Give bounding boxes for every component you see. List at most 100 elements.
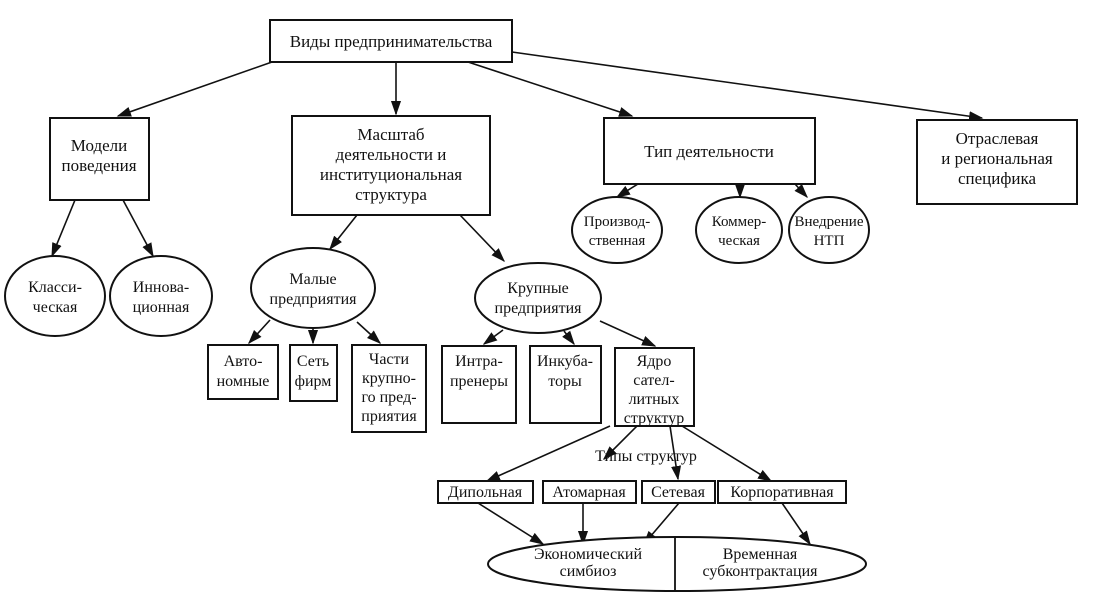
text-line: номные (217, 373, 270, 390)
activity-production-label: Производ-ственная (584, 214, 650, 249)
arrow-core-to-corporate (681, 425, 773, 482)
behavior-classic: Класси-ческая (4, 255, 106, 337)
text-line: ческая (33, 299, 78, 316)
text-line: Внедрение (795, 214, 864, 230)
text-line: Авто- (224, 353, 263, 370)
enterprise-large-label: Крупные предприятия (495, 280, 583, 317)
text-line: фирм (295, 373, 332, 390)
text-line: пренеры (450, 373, 508, 390)
text-line: Коммер- (712, 214, 767, 230)
text-line: Масштаб (357, 125, 424, 144)
text-line: специфика (958, 169, 1036, 188)
text-line: субконтрактация (703, 563, 819, 580)
structure-atomic-label: Атомарная (552, 484, 626, 501)
arrow-core-to-dipole (485, 425, 611, 482)
enterprise-small-label: Малые предприятия (270, 271, 358, 308)
text-line: поведения (61, 156, 136, 175)
small-form-network: Сеть фирм (289, 344, 338, 402)
structure-types-label: Типы структур (595, 448, 697, 465)
arrow-small-to-autonomous (248, 319, 271, 345)
connectors (51, 51, 984, 546)
arrow-large-to-incubators (562, 330, 575, 346)
root-label: Виды предпринимательства (290, 32, 493, 51)
large-form-intrapreneurs: Интра-пренеры (441, 345, 517, 424)
text-line: Тип деятельности (644, 142, 774, 161)
text-line: Крупные (507, 280, 568, 297)
arrow-core-to-network (669, 425, 682, 481)
activity-production: Производ-ственная (571, 196, 663, 264)
text-line: симбиоз (560, 563, 617, 580)
arrow-core-to-atomic (602, 425, 638, 461)
text-line: Производ- (584, 214, 650, 230)
text-line: Иннова- (133, 279, 189, 296)
text-line: институциональная (320, 165, 462, 184)
arrow-large-to-intrapreneurs (482, 329, 504, 345)
arrow-models-to-innovative (122, 199, 154, 258)
activity-commercial-label: Коммер-ческая (712, 214, 767, 249)
text-line: Малые (289, 271, 336, 288)
text-line: Временная (723, 546, 798, 563)
arrow-scale-to-small (329, 214, 358, 251)
category-activity-type-label: Тип деятельности (644, 142, 774, 161)
small-form-autonomous-label: Авто-номные (217, 353, 270, 390)
structure-dipole: Дипольная (437, 480, 534, 504)
root-node: Виды предпринимательства (269, 19, 513, 63)
arrow-root-to-models (116, 61, 273, 117)
arrow-models-to-classic (51, 199, 76, 258)
behavior-innovative-label: Иннова-ционная (133, 279, 190, 316)
small-form-network-label: Сеть фирм (295, 353, 332, 390)
text-line: ческая (718, 233, 760, 249)
text-line: НТП (814, 233, 845, 249)
structure-corporate-label: Корпоративная (730, 484, 834, 501)
text-line: приятия (361, 408, 417, 425)
structure-dipole-label: Дипольная (448, 484, 523, 501)
arrow-small-to-parts (356, 321, 382, 344)
structure-network: Сетевая (641, 480, 716, 504)
arrow-activity-to-production (615, 183, 639, 198)
text-line: Экономический (534, 546, 642, 563)
behavior-classic-label: Класси-ческая (28, 279, 82, 316)
enterprise-large: Крупные предприятия (474, 262, 602, 334)
large-form-incubators: Инкуба-торы (529, 345, 602, 424)
text-line: Класси- (28, 279, 82, 296)
text-line: торы (548, 373, 582, 390)
text-line: и региональная (941, 149, 1053, 168)
enterprise-small: Малые предприятия (250, 247, 376, 329)
arrow-activity-to-ntp (794, 183, 808, 199)
category-activity-type: Тип деятельности (603, 117, 816, 185)
text-line: Отраслевая (956, 129, 1039, 148)
behavior-innovative: Иннова-ционная (109, 255, 213, 337)
structure-corporate: Корпоративная (717, 480, 847, 504)
text-line: Сеть (297, 353, 329, 370)
text-line: предприятия (495, 300, 583, 317)
text-line: Модели (71, 136, 127, 155)
text-line: Ядро (637, 353, 672, 370)
text-line: крупно- (362, 370, 416, 387)
arrow-dipole-to-symbiosis (477, 502, 545, 545)
text-line: предприятия (270, 291, 358, 308)
large-form-incubators-label: Инкуба-торы (537, 353, 593, 390)
text-line: Части (369, 351, 410, 368)
text-line: структур (624, 410, 684, 427)
text-line: сател- (633, 372, 674, 389)
arrow-root-to-activity (467, 61, 634, 117)
structure-atomic: Атомарная (542, 480, 637, 504)
arrow-corporate-to-subcontracting (781, 502, 811, 546)
arrow-scale-to-large (459, 214, 505, 263)
text-line: Интра- (455, 353, 503, 370)
arrow-root-to-regional (511, 51, 984, 122)
large-form-intrapreneurs-label: Интра-пренеры (450, 353, 508, 390)
